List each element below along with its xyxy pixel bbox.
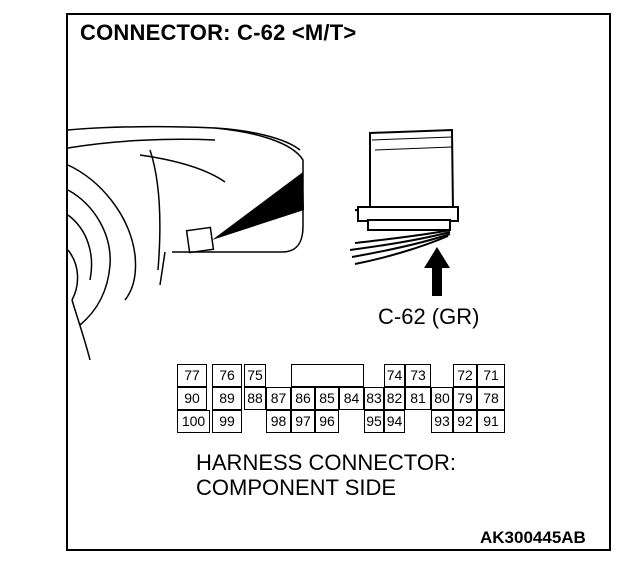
pin-95: 95 — [364, 410, 384, 433]
pin-99: 99 — [212, 410, 242, 433]
pin-81: 81 — [405, 387, 431, 410]
harness-caption: HARNESS CONNECTOR: COMPONENT SIDE — [196, 450, 456, 500]
pin-93: 93 — [431, 410, 453, 433]
up-arrow-icon — [424, 247, 450, 296]
pin-72: 72 — [453, 364, 477, 387]
pin-85: 85 — [315, 387, 339, 410]
pin-78: 78 — [477, 387, 505, 410]
pin-71: 71 — [477, 364, 505, 387]
pin-91: 91 — [477, 410, 505, 433]
pin-80: 80 — [431, 387, 453, 410]
pin-79: 79 — [453, 387, 477, 410]
pin-87: 87 — [266, 387, 291, 410]
component-drawing — [349, 128, 459, 265]
dashboard-drawing — [67, 125, 304, 361]
pin-75: 75 — [244, 364, 266, 387]
pin-90: 90 — [177, 387, 207, 410]
connector-label: C-62 (GR) — [378, 304, 480, 329]
pin-94: 94 — [384, 410, 405, 433]
pin-73: 73 — [405, 364, 431, 387]
pin-82: 82 — [384, 387, 405, 410]
pin-96: 96 — [315, 410, 339, 433]
pin-77: 77 — [177, 364, 207, 387]
pin-76: 76 — [212, 364, 242, 387]
pin-98: 98 — [266, 410, 291, 433]
pin-grid: 77 76 75 74 73 72 71 90 89 88 87 86 85 8… — [177, 364, 505, 433]
diagram-title: CONNECTOR: C-62 <M/T> — [80, 20, 357, 45]
diagram-frame — [66, 13, 611, 551]
pointer-wedge — [212, 172, 304, 240]
figure-code: AK300445AB — [480, 528, 586, 547]
pin-74: 74 — [384, 364, 405, 387]
pin-97: 97 — [291, 410, 315, 433]
pin-84: 84 — [339, 387, 364, 410]
pin-86: 86 — [291, 387, 315, 410]
harness-caption-line2: COMPONENT SIDE — [196, 475, 397, 500]
pin-83: 83 — [364, 387, 384, 410]
harness-caption-line1: HARNESS CONNECTOR: — [196, 450, 456, 475]
pin-92: 92 — [453, 410, 477, 433]
pin-88: 88 — [244, 387, 266, 410]
pin-100: 100 — [177, 410, 210, 433]
pin-key-slot — [291, 364, 364, 387]
pin-89: 89 — [212, 387, 242, 410]
